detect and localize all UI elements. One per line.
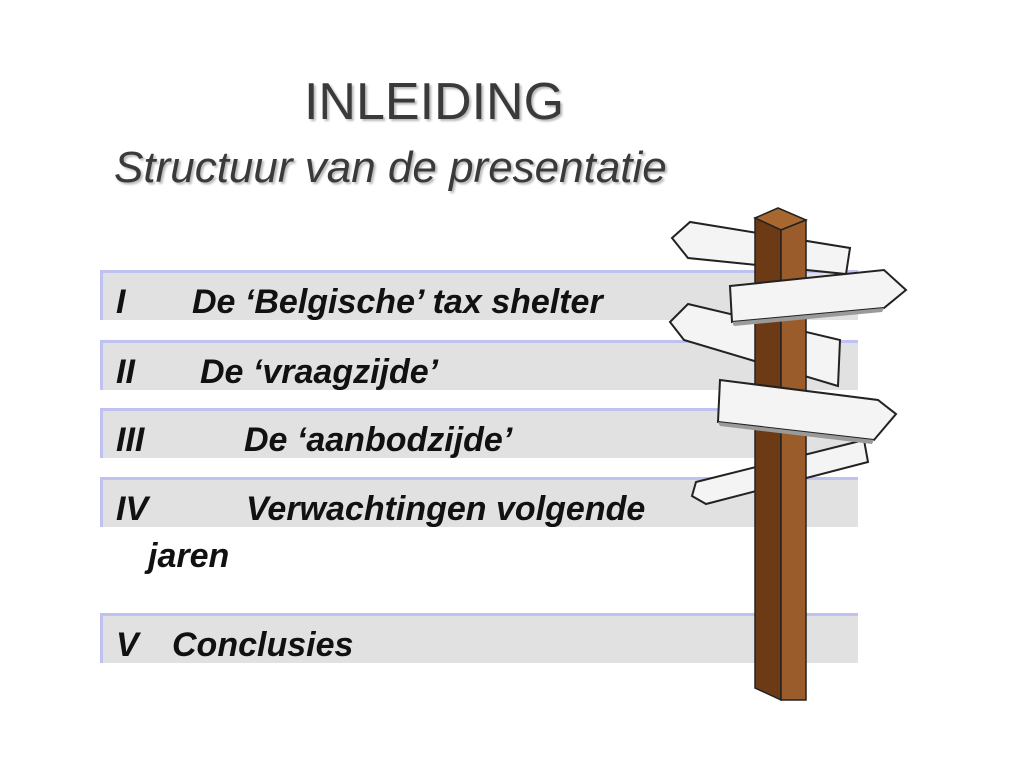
signpost-icon <box>668 207 908 702</box>
agenda-item-4-continuation: jaren <box>148 537 230 575</box>
agenda-label: Verwachtingen volgende <box>246 490 646 528</box>
agenda-label: De ‘vraagzijde’ <box>200 353 439 391</box>
agenda-numeral: V <box>116 626 139 664</box>
agenda-label: De ‘aanbodzijde’ <box>244 421 513 459</box>
agenda-item-5: V Conclusies <box>116 622 353 668</box>
agenda-item-2: II De ‘vraagzijde’ <box>116 349 438 395</box>
agenda-bar-5 <box>100 613 858 663</box>
agenda-label: De ‘Belgische’ tax shelter <box>192 283 603 321</box>
agenda-item-4: IV Verwachtingen volgende <box>116 486 645 532</box>
agenda-numeral: IV <box>116 490 149 528</box>
agenda-label: Conclusies <box>172 626 354 664</box>
agenda-numeral: III <box>116 421 145 459</box>
slide-subtitle: Structuur van de presentatie <box>114 143 667 192</box>
agenda-item-1: I De ‘Belgische’ tax shelter <box>116 279 603 325</box>
agenda-item-3: III De ‘aanbodzijde’ <box>116 417 512 463</box>
slide-title: INLEIDING <box>303 73 565 131</box>
agenda-numeral: I <box>116 283 126 321</box>
agenda-numeral: II <box>116 353 135 391</box>
